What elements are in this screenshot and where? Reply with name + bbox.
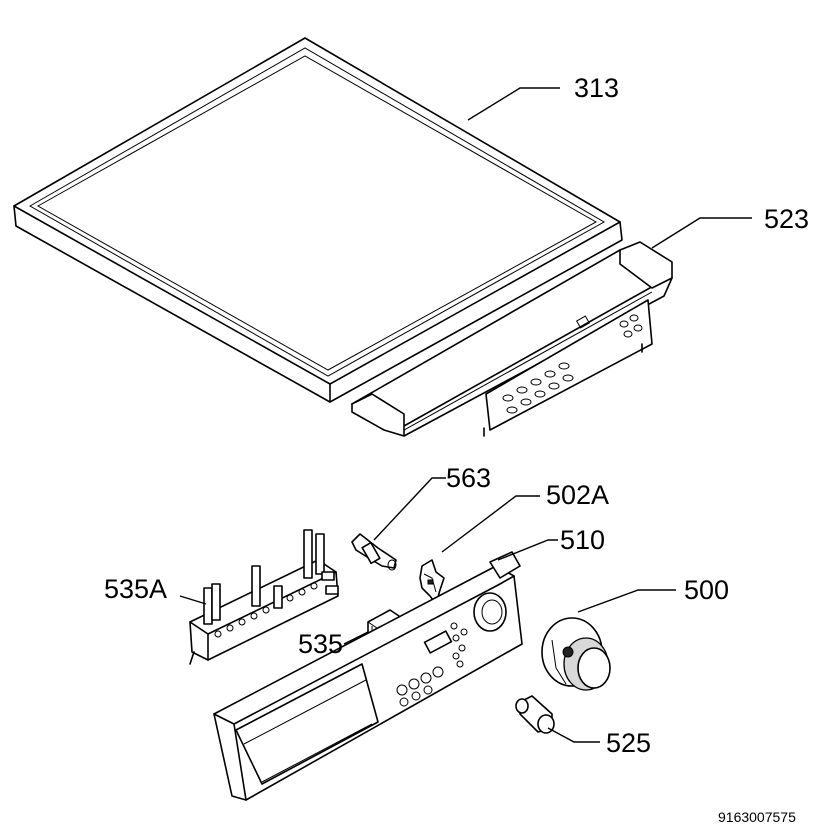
part-563-shaft	[351, 533, 397, 571]
callout-563: 563	[446, 463, 491, 493]
callout-525: 525	[606, 728, 651, 758]
part-523-panel-frame	[351, 241, 673, 437]
callout-510: 510	[560, 525, 605, 555]
callout-502a: 502A	[546, 480, 609, 510]
document-number: 9163007575	[718, 809, 796, 825]
callout-523: 523	[764, 204, 809, 234]
part-313-top-cover	[13, 37, 623, 403]
part-510-control-panel	[213, 551, 523, 801]
leader-lines	[179, 87, 752, 743]
callout-535a: 535A	[104, 574, 167, 604]
part-535a-switch-board	[189, 529, 339, 665]
callout-313: 313	[574, 73, 619, 103]
callout-535: 535	[298, 629, 343, 659]
part-525-spindle	[515, 695, 555, 734]
callout-labels: 313 523 563 502A 510 535A 500 535 525 91…	[104, 73, 809, 825]
part-500-knob	[541, 617, 611, 691]
callout-500: 500	[684, 575, 729, 605]
